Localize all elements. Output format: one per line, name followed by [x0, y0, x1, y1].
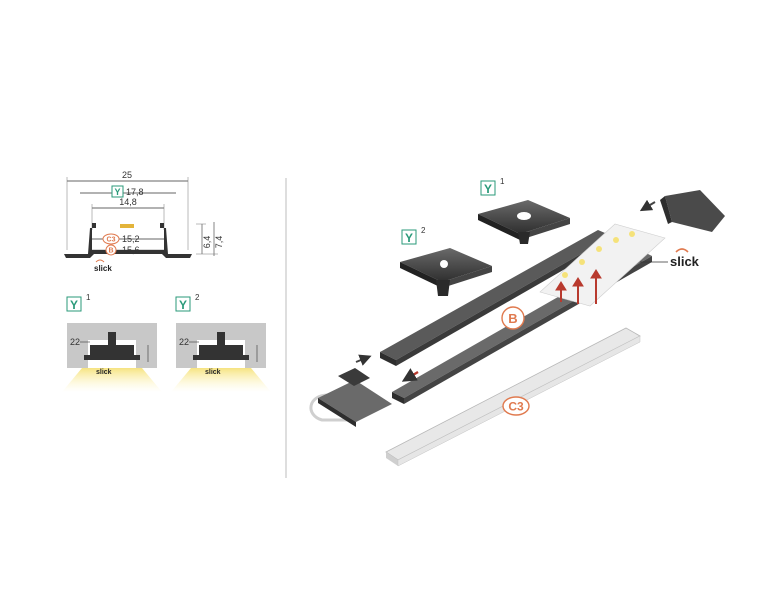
led-strip [539, 223, 666, 307]
assembly-y1-badge: Y [484, 182, 492, 196]
assembly-y1-superscript: 1 [500, 177, 505, 186]
insert-arrows [555, 269, 602, 304]
profile-section [64, 228, 192, 258]
assembly-y2-badge: Y [405, 231, 413, 245]
exploded-assembly: Y 1 Y 2 [309, 177, 725, 467]
mounting-variant-y2: Y 2 22 slick [171, 293, 271, 392]
assembly-b-label: B [508, 311, 517, 326]
slick-logo-small: slick [94, 264, 112, 273]
dim-height-small: 6,4 [202, 236, 212, 249]
cross-section-drawing: 25 Y 17,8 14,8 C3 15,2 B 15,6 6,4 7,4 [64, 170, 224, 273]
y1-superscript: 1 [86, 293, 91, 302]
slick-logo-y2: slick [205, 369, 221, 376]
end-cap-right [665, 190, 725, 232]
dim-height-total: 7,4 [214, 236, 224, 249]
y-badge-dim [111, 185, 124, 198]
dim-y2-cut: 22 [179, 337, 189, 347]
light-beam-y1 [62, 368, 162, 392]
dim-total-width: 25 [122, 170, 132, 180]
c3-dim-label: C3 [107, 237, 116, 244]
aluminium-profile [380, 230, 612, 360]
slick-logo-y1: slick [96, 369, 112, 376]
y-dim-letter: Y [114, 187, 120, 197]
led-chip [120, 224, 134, 228]
assembly-c3-label: C3 [508, 400, 524, 414]
slick-logo-assembly: slick [670, 254, 700, 269]
dim-c3: 15,2 [122, 234, 140, 244]
power-cable [309, 393, 355, 422]
led-chips [562, 231, 635, 278]
light-beam-y2 [171, 368, 271, 392]
dim-y1-cut: 22 [70, 337, 80, 347]
assembly-y2-superscript: 2 [421, 226, 426, 235]
b-dim-label: B [108, 248, 113, 255]
y2-badge: Y [179, 298, 187, 312]
dim-y-inner: 17,8 [126, 187, 144, 197]
y1-badge: Y [70, 298, 78, 312]
mounting-variant-y1: Y 1 22 slick [62, 293, 162, 392]
end-cap-left [318, 380, 392, 422]
y2-superscript: 2 [195, 293, 200, 302]
dim-b: 15,6 [122, 245, 140, 255]
dim-inner: 14,8 [119, 197, 137, 207]
